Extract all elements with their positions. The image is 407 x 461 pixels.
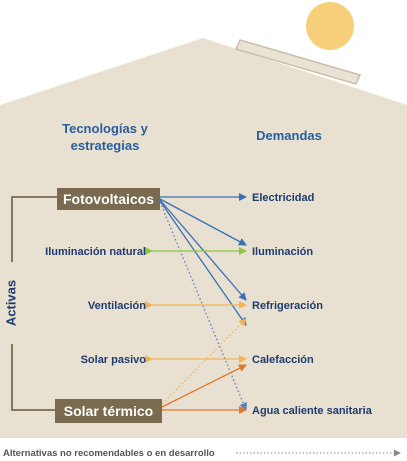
arrow-thermal-heating	[161, 364, 247, 408]
heading-technologies: Tecnologías y	[62, 121, 148, 136]
pv-label: Fotovoltaicos	[63, 191, 154, 207]
heading-strategies: estrategias	[71, 138, 140, 153]
demand-heating: Calefacción	[252, 354, 314, 366]
solar-thermal-label: Solar térmico	[64, 403, 153, 419]
demand-electricity: Electricidad	[252, 192, 314, 204]
solar-panel-icon	[234, 39, 362, 85]
strategy-ventilation: Ventilación	[88, 300, 146, 312]
demand-cooling: Refrigeración	[252, 300, 323, 312]
demand-lighting: Iluminación	[252, 246, 313, 258]
heading-demands: Demandas	[256, 128, 322, 143]
sun-icon	[306, 2, 354, 50]
footer-note: Alternativas no recomendables o en desar…	[3, 448, 215, 459]
demand-hot-water: Agua caliente sanitaria	[252, 405, 373, 417]
group-label-activas: Activas	[3, 280, 18, 326]
strategy-arrows	[145, 247, 247, 363]
solar-thermal-box	[55, 399, 162, 423]
thermal-arrows	[161, 318, 247, 414]
strategy-daylighting: Iluminación natural	[45, 246, 146, 258]
arrow-pv-lighting	[159, 198, 247, 246]
pv-box	[57, 188, 160, 210]
house-shape	[0, 38, 407, 438]
strategy-passive-solar: Solar pasivo	[81, 354, 147, 366]
